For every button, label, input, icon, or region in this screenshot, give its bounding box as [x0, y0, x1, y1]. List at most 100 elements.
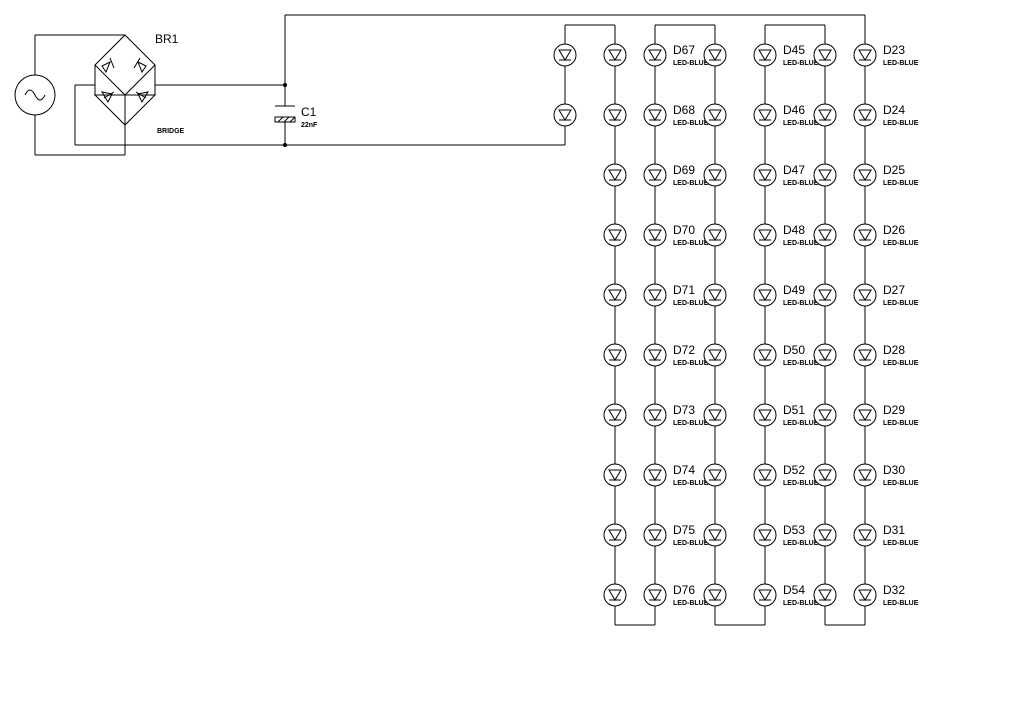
led-icon — [813, 403, 837, 427]
led-diode-icon — [818, 469, 832, 481]
led-value-label: LED-BLUE — [883, 300, 919, 307]
dc-output-wiring — [74, 14, 865, 147]
capacitor-ref-label: C1 — [301, 105, 317, 119]
led-value-label: LED-BLUE — [673, 420, 709, 427]
led-value-label: LED-BLUE — [673, 360, 709, 367]
led-ref-label: D31 — [883, 523, 905, 537]
led-icon — [643, 103, 667, 127]
led-diode-icon — [858, 169, 872, 181]
led-icon — [703, 103, 727, 127]
led-ref-label: D54 — [783, 583, 805, 597]
led-diode-icon — [648, 529, 662, 541]
led-ref-label: D73 — [673, 403, 695, 417]
led-array: D67LED-BLUED68LED-BLUED69LED-BLUED70LED-… — [553, 15, 919, 626]
led-value-label: LED-BLUE — [783, 240, 819, 247]
led-diode-icon — [648, 229, 662, 241]
led-diode-icon — [648, 289, 662, 301]
led-diode-icon — [858, 49, 872, 61]
led-icon — [643, 43, 667, 67]
led-ref-label: D72 — [673, 343, 695, 357]
led-icon — [703, 223, 727, 247]
led-diode-icon — [818, 229, 832, 241]
led-value-label: LED-BLUE — [883, 240, 919, 247]
led-ref-label: D50 — [783, 343, 805, 357]
led-icon — [753, 403, 777, 427]
led-diode-icon — [708, 469, 722, 481]
led-diode-icon — [708, 109, 722, 121]
led-ref-label: D71 — [673, 283, 695, 297]
led-icon — [703, 43, 727, 67]
led-icon — [643, 463, 667, 487]
led-diode-icon — [758, 589, 772, 601]
led-icon — [603, 223, 627, 247]
led-icon — [813, 163, 837, 187]
led-ref-label: D47 — [783, 163, 805, 177]
led-diode-icon — [858, 409, 872, 421]
led-icon — [603, 523, 627, 547]
led-ref-label: D51 — [783, 403, 805, 417]
led-icon — [703, 343, 727, 367]
led-diode-icon — [608, 49, 622, 61]
led-diode-icon — [818, 409, 832, 421]
led-value-label: LED-BLUE — [883, 360, 919, 367]
led-diode-icon — [818, 109, 832, 121]
led-icon — [813, 463, 837, 487]
capacitor-c1: C1 22nF — [274, 85, 318, 145]
led-value-label: LED-BLUE — [673, 600, 709, 607]
led-ref-label: D48 — [783, 223, 805, 237]
led-ref-label: D75 — [673, 523, 695, 537]
led-icon — [643, 583, 667, 607]
led-diode-icon — [608, 289, 622, 301]
led-icon — [553, 103, 577, 127]
led-ref-label: D27 — [883, 283, 905, 297]
led-diode-icon — [648, 589, 662, 601]
led-value-label: LED-BLUE — [673, 60, 709, 67]
led-icon — [753, 223, 777, 247]
led-value-label: LED-BLUE — [783, 480, 819, 487]
led-value-label: LED-BLUE — [783, 180, 819, 187]
led-value-label: LED-BLUE — [883, 180, 919, 187]
led-diode-icon — [648, 49, 662, 61]
led-value-label: LED-BLUE — [783, 360, 819, 367]
led-icon — [753, 103, 777, 127]
led-icon — [553, 43, 577, 67]
led-diode-icon — [608, 529, 622, 541]
led-icon — [813, 103, 837, 127]
led-value-label: LED-BLUE — [883, 600, 919, 607]
led-value-label: LED-BLUE — [883, 420, 919, 427]
led-diode-icon — [818, 49, 832, 61]
led-value-label: LED-BLUE — [883, 120, 919, 127]
led-diode-icon — [758, 109, 772, 121]
led-diode-icon — [648, 109, 662, 121]
led-diode-icon — [818, 349, 832, 361]
led-diode-icon — [758, 409, 772, 421]
led-icon — [603, 583, 627, 607]
led-icon — [603, 163, 627, 187]
led-diode-icon — [708, 589, 722, 601]
led-ref-label: D52 — [783, 463, 805, 477]
led-diode-icon — [858, 469, 872, 481]
led-ref-label: D24 — [883, 103, 905, 117]
led-ref-label: D32 — [883, 583, 905, 597]
led-value-label: LED-BLUE — [673, 540, 709, 547]
bridge-body-lower — [93, 94, 157, 126]
led-diode-icon — [608, 229, 622, 241]
led-ref-label: D68 — [673, 103, 695, 117]
led-diode-icon — [818, 529, 832, 541]
led-diode-icon — [648, 469, 662, 481]
led-icon — [853, 463, 877, 487]
led-diode-icon — [708, 349, 722, 361]
led-value-label: LED-BLUE — [783, 540, 819, 547]
led-diode-icon — [858, 289, 872, 301]
bridge-value-label: BRIDGE — [157, 128, 185, 135]
led-diode-icon — [858, 229, 872, 241]
led-icon — [813, 583, 837, 607]
led-value-label: LED-BLUE — [783, 60, 819, 67]
led-icon — [753, 523, 777, 547]
led-diode-icon — [608, 589, 622, 601]
led-diode-icon — [608, 469, 622, 481]
led-value-label: LED-BLUE — [673, 300, 709, 307]
led-icon — [813, 283, 837, 307]
led-value-label: LED-BLUE — [883, 540, 919, 547]
